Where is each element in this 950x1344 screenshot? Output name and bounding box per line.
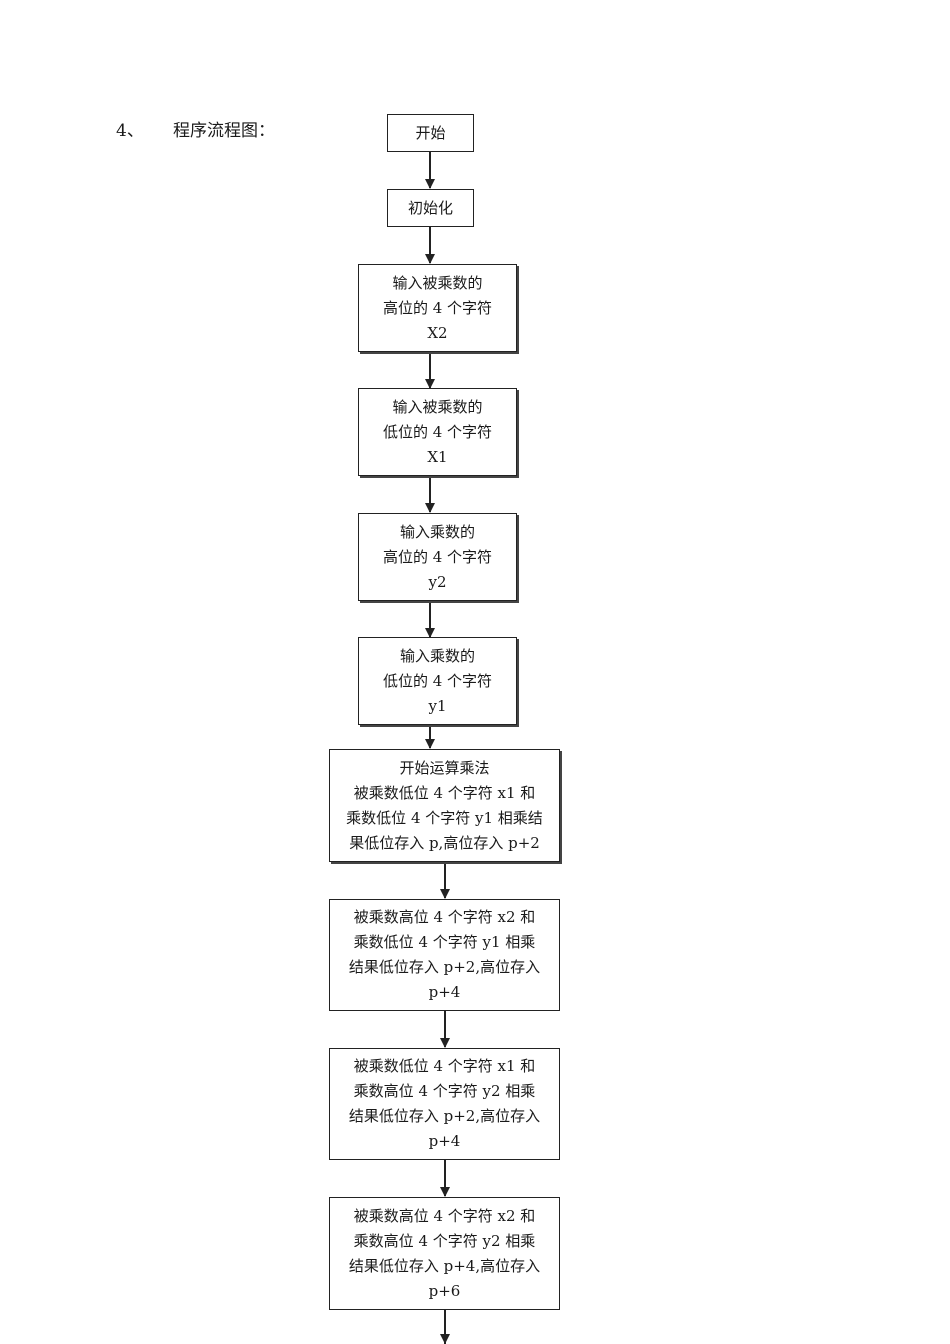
flow-step-multiply-x1-y1: 开始运算乘法 被乘数低位 4 个字符 x1 和 乘数低位 4 个字符 y1 相乘… — [329, 749, 560, 862]
step-text: y2 — [428, 572, 447, 591]
flow-step-multiply-x2-y1: 被乘数高位 4 个字符 x2 和 乘数低位 4 个字符 y1 相乘 结果低位存入… — [329, 899, 560, 1011]
step-text: 高位的 4 个字符 — [382, 547, 493, 566]
flow-step-input-multiplier-low: 输入乘数的 低位的 4 个字符 y1 — [358, 637, 517, 725]
section-title: 程序流程图： — [173, 121, 275, 141]
step-text: 乘数高位 4 个字符 y2 相乘 — [353, 1231, 536, 1250]
step-text: 果低位存入 p,高位存入 p+2 — [349, 833, 540, 852]
flow-step-initialize: 初始化 — [387, 189, 474, 227]
step-text: p+4 — [428, 983, 461, 1001]
flow-step-input-multiplicand-high: 输入被乘数的 高位的 4 个字符 X2 — [358, 264, 517, 352]
step-text: 被乘数低位 4 个字符 x1 和 — [353, 783, 536, 802]
step-text: y1 — [428, 696, 447, 715]
step-text: 结果低位存入 p+4,高位存入 — [348, 1256, 541, 1275]
flow-step-multiply-x2-y2: 被乘数高位 4 个字符 x2 和 乘数高位 4 个字符 y2 相乘 结果低位存入… — [329, 1197, 560, 1310]
step-text: 开始 — [415, 123, 446, 142]
step-text: 乘数低位 4 个字符 y1 相乘 — [353, 933, 536, 951]
step-text: 初始化 — [407, 198, 453, 217]
step-text: 乘数低位 4 个字符 y1 相乘结 — [346, 808, 543, 827]
flow-step-input-multiplicand-low: 输入被乘数的 低位的 4 个字符 X1 — [358, 388, 517, 476]
step-text: p+6 — [428, 1281, 461, 1300]
step-text: 结果低位存入 p+2,高位存入 — [348, 958, 541, 976]
step-text: 输入被乘数的 — [392, 273, 483, 292]
step-text: 输入被乘数的 — [392, 397, 483, 416]
arrowhead-continuation — [440, 1334, 450, 1344]
step-text: 结果低位存入 p+2,高位存入 — [348, 1107, 541, 1125]
step-text: 乘数高位 4 个字符 y2 相乘 — [353, 1082, 536, 1100]
flow-step-input-multiplier-high: 输入乘数的 高位的 4 个字符 y2 — [358, 513, 517, 601]
step-text: 开始运算乘法 — [399, 758, 490, 777]
step-text: 输入乘数的 — [399, 646, 475, 665]
step-text: 被乘数高位 4 个字符 x2 和 — [353, 908, 536, 926]
step-text: 被乘数高位 4 个字符 x2 和 — [353, 1206, 536, 1225]
step-text: 被乘数低位 4 个字符 x1 和 — [353, 1057, 536, 1075]
step-text: X2 — [427, 323, 448, 342]
step-text: 输入乘数的 — [399, 522, 475, 541]
step-text: 低位的 4 个字符 — [382, 671, 493, 690]
flow-step-start: 开始 — [387, 114, 474, 152]
step-text: X1 — [427, 447, 448, 466]
step-text: 高位的 4 个字符 — [382, 298, 493, 317]
section-number: 4、 — [116, 121, 144, 141]
flow-step-multiply-x1-y2: 被乘数低位 4 个字符 x1 和 乘数高位 4 个字符 y2 相乘 结果低位存入… — [329, 1048, 560, 1160]
step-text: 低位的 4 个字符 — [382, 422, 493, 441]
step-text: p+4 — [428, 1132, 461, 1150]
